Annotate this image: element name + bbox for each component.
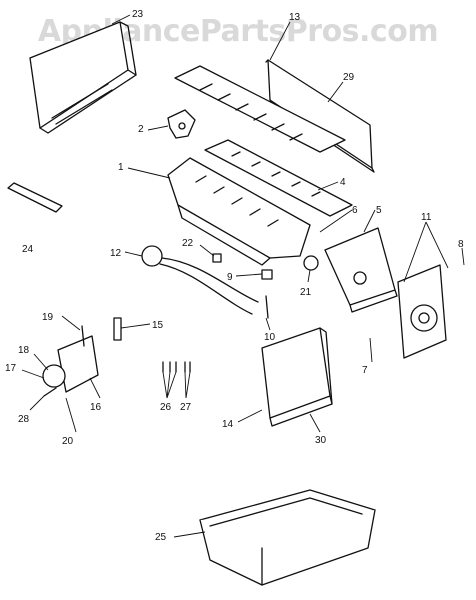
callout-5: 5: [376, 205, 382, 216]
callout-28: 28: [18, 414, 30, 425]
callout-20: 20: [62, 436, 74, 447]
part-fill-tube: [7, 182, 63, 213]
callout-19: 19: [42, 312, 54, 323]
part-screws: [162, 361, 191, 373]
callout-30: 30: [315, 435, 327, 446]
callout-21: 21: [300, 287, 312, 298]
callout-24: 24: [22, 244, 34, 255]
part-ejector-strip: [204, 139, 353, 217]
part-water-valve: [42, 325, 99, 397]
callout-labels: 23 13 29 2 4 1 5 6 11 8 22 12 9 21 10 7 …: [5, 9, 464, 543]
callout-14: 14: [222, 419, 234, 430]
callout-9: 9: [227, 272, 233, 283]
callout-22: 22: [182, 238, 194, 249]
callout-23: 23: [132, 9, 144, 20]
callout-8: 8: [458, 239, 464, 250]
callout-10: 10: [264, 332, 276, 343]
callout-15: 15: [152, 320, 164, 331]
part-wire-harness: [141, 245, 259, 315]
leader-lines: [21, 14, 465, 538]
callout-2: 2: [138, 124, 144, 135]
callout-25: 25: [155, 532, 167, 543]
callout-29: 29: [343, 72, 355, 83]
callout-17: 17: [5, 363, 17, 374]
part-small-hardware: [212, 253, 319, 319]
callout-11: 11: [421, 212, 432, 223]
part-shelf-rack: [174, 65, 346, 153]
callout-6: 6: [352, 205, 358, 216]
callout-27: 27: [180, 402, 192, 413]
callout-16: 16: [90, 402, 102, 413]
callout-13: 13: [289, 12, 301, 23]
part-motor: [397, 264, 447, 359]
part-shelf-cover: [29, 21, 137, 134]
part-cover-box: [261, 327, 333, 427]
callout-12: 12: [110, 248, 122, 259]
part-ice-bin: [199, 489, 376, 586]
callout-4: 4: [340, 177, 346, 188]
callout-1: 1: [118, 162, 124, 173]
part-clip: [113, 317, 122, 341]
part-bracket: [167, 109, 196, 139]
part-control-module: [324, 227, 398, 313]
callout-26: 26: [160, 402, 172, 413]
part-ice-mold: [167, 157, 311, 266]
callout-7: 7: [362, 365, 368, 376]
callout-18: 18: [18, 345, 30, 356]
